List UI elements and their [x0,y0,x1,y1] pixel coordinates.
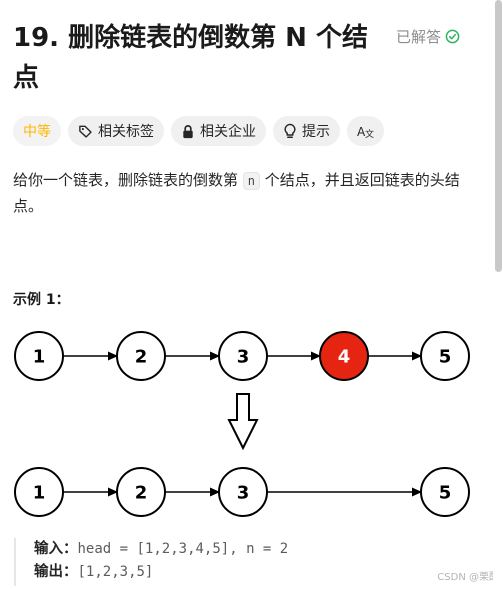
before-node-5-label: 5 [439,347,452,368]
before-node-3-label: 3 [237,347,250,368]
before-node-4: 4 [319,331,369,381]
after-list: 1 2 3 5 [14,467,470,517]
input-label: 输入： [34,541,78,557]
svg-text:文: 文 [365,128,374,139]
hint-label: 提示 [302,124,330,140]
example-io-block: 输入：head = [1,2,3,4,5], n = 2 输出：[1,2,3,5… [14,538,288,586]
description-text-2: 个结点，并且返回链表的头结点。 [13,171,460,215]
check-circle-icon [445,29,460,44]
watermark: CSDN @栗酥 [437,572,499,583]
tag-row: 中等 相关标签 相关企业 [13,116,384,146]
difficulty-badge[interactable]: 中等 [13,116,61,146]
lightbulb-icon [283,123,297,139]
before-node-5: 5 [420,331,470,381]
after-node-1: 1 [14,467,64,517]
after-node-3: 3 [218,467,268,517]
difficulty-label: 中等 [23,124,51,140]
before-node-1: 1 [14,331,64,381]
down-arrow-icon [227,393,259,451]
before-node-3: 3 [218,331,268,381]
before-node-4-label: 4 [338,347,351,368]
description-text-1: 给你一个链表，删除链表的倒数第 [13,171,243,189]
after-node-2: 2 [116,467,166,517]
related-tags-button[interactable]: 相关标签 [68,116,164,146]
after-node-2-label: 2 [135,483,148,504]
problem-title: 19. 删除链表的倒数第 N 个结点 [13,23,368,93]
tag-icon [78,124,93,139]
scrollbar-thumb[interactable] [495,0,502,272]
solved-label: 已解答 [396,28,442,46]
input-value: head = [1,2,3,4,5], n = 2 [77,541,289,557]
after-node-4: 5 [420,467,470,517]
before-node-2: 2 [116,331,166,381]
output-label: 输出： [34,564,78,580]
svg-text:A: A [357,125,366,139]
related-companies-button[interactable]: 相关企业 [171,116,266,146]
output-value: [1,2,3,5] [77,564,154,580]
inline-code-n: n [242,172,261,190]
example-input-line: 输入：head = [1,2,3,4,5], n = 2 [34,538,288,561]
problem-description: 给你一个链表，删除链表的倒数第 n 个结点，并且返回链表的头结点。 [13,168,483,219]
example-output-line: 输出：[1,2,3,5] [34,561,288,584]
translate-icon: A 文 [357,124,374,139]
example-title: 示例 1： [13,292,70,308]
related-tags-label: 相关标签 [98,124,154,140]
after-node-3-label: 3 [237,483,250,504]
after-node-1-label: 1 [33,483,46,504]
after-node-4-label: 5 [439,483,452,504]
before-node-1-label: 1 [33,347,46,368]
vertical-scrollbar[interactable] [493,0,503,589]
related-companies-label: 相关企业 [200,124,256,140]
hint-button[interactable]: 提示 [273,116,340,146]
lock-icon [181,124,195,139]
before-node-2-label: 2 [135,347,148,368]
translate-button[interactable]: A 文 [347,116,384,146]
solved-status: 已解答 [396,26,460,47]
linked-list-diagram: 1 2 3 4 5 1 2 3 5 [14,331,470,517]
before-list: 1 2 3 4 5 [14,331,470,381]
